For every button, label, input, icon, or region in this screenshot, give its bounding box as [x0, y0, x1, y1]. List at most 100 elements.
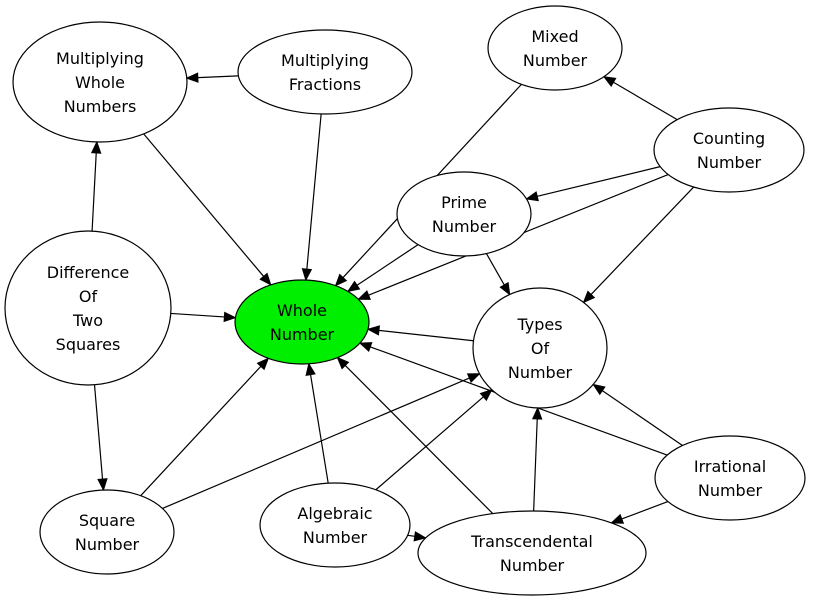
edge-line: [533, 418, 538, 512]
node-label-line: Difference: [47, 263, 129, 282]
arrowhead-icon: [90, 140, 102, 154]
edge-algebraic-to-transcendental: [407, 531, 427, 542]
node-label-line: Algebraic: [297, 504, 372, 523]
edge-line: [537, 166, 661, 197]
edge-line: [162, 377, 470, 509]
node-label-line: Mixed: [531, 27, 578, 46]
edge-mf-to-mwn: [185, 72, 239, 83]
node-label-line: Two: [72, 311, 103, 330]
edge-line: [344, 365, 494, 514]
arrowhead-icon: [305, 362, 316, 376]
node-label-line: Number: [75, 535, 140, 554]
arrowhead-icon: [602, 76, 617, 88]
edge-line: [170, 312, 225, 318]
edge-transcendental-to-types: [531, 406, 543, 512]
node-label-line: Multiplying: [56, 49, 144, 68]
arrowhead-icon: [466, 373, 481, 384]
node-label-line: Number: [432, 217, 497, 236]
node-label-line: Squares: [56, 335, 121, 354]
edge-dots-to-square: [93, 384, 108, 492]
edge-line: [93, 384, 104, 480]
node-ellipse[interactable]: [4, 230, 172, 386]
edge-dots-to-whole: [170, 311, 237, 323]
edge-line: [485, 253, 505, 286]
arrowhead-icon: [357, 290, 371, 300]
arrowhead-icon: [610, 513, 625, 524]
nodes-layer: MultiplyingWholeNumbersMultiplyingFracti…: [4, 5, 806, 596]
node-ellipse[interactable]: [472, 287, 608, 409]
node-label-line: Transcendental: [470, 532, 593, 551]
edge-mf-to-whole: [301, 113, 322, 282]
edge-prime-to-whole: [346, 244, 419, 293]
edge-line: [613, 81, 678, 121]
edge-irrational-to-types: [592, 383, 683, 446]
arrowhead-icon: [499, 281, 511, 296]
node-ellipse[interactable]: [417, 510, 647, 596]
arrowhead-icon: [334, 273, 348, 287]
edge-prime-to-types: [485, 253, 511, 296]
node-label-line: Irrational: [694, 457, 766, 476]
node-label-line: Number: [697, 153, 762, 172]
edges-layer: [90, 72, 695, 542]
node-label-line: Of: [79, 287, 98, 306]
node-ellipse[interactable]: [396, 171, 532, 257]
arrowhead-icon: [582, 290, 596, 304]
edge-mwn-to-whole: [143, 133, 272, 286]
edge-algebraic-to-whole: [305, 362, 329, 484]
node-ellipse[interactable]: [237, 29, 413, 115]
edge-dots-to-mwn: [90, 140, 102, 232]
arrowhead-icon: [413, 531, 427, 542]
node-label-line: Of: [531, 339, 550, 358]
edge-line: [306, 113, 322, 270]
edge-line: [375, 396, 484, 491]
node-ellipse[interactable]: [12, 21, 188, 143]
arrowhead-icon: [259, 272, 272, 286]
edge-line: [356, 244, 419, 286]
arrowhead-icon: [185, 72, 199, 83]
node-label-line: Number: [270, 325, 335, 344]
edge-line: [197, 75, 239, 79]
node-label-line: Whole: [75, 73, 125, 92]
node-label-line: Number: [698, 481, 763, 500]
edge-counting-to-types: [582, 186, 695, 304]
node-ellipse[interactable]: [234, 279, 370, 365]
arrowhead-icon: [531, 406, 543, 420]
edge-irrational-to-transcendental: [610, 500, 669, 524]
edge-square-to-whole: [140, 357, 270, 497]
arrowhead-icon: [256, 357, 270, 371]
node-label-line: Numbers: [64, 97, 137, 116]
edge-line: [140, 365, 262, 497]
node-label-line: Prime: [441, 193, 487, 212]
node-label-line: Number: [500, 556, 565, 575]
node-ellipse[interactable]: [259, 482, 411, 568]
node-label-line: Number: [523, 51, 588, 70]
node-ellipse[interactable]: [39, 489, 175, 575]
edge-types-to-whole: [366, 325, 474, 342]
node-ellipse[interactable]: [654, 435, 806, 521]
node-label-line: Fractions: [289, 75, 361, 94]
arrowhead-icon: [336, 356, 350, 370]
node-label-line: Multiplying: [281, 51, 369, 70]
edge-line: [601, 390, 683, 446]
arrowhead-icon: [346, 280, 361, 293]
node-label-line: Whole: [277, 301, 327, 320]
arrowhead-icon: [301, 268, 313, 282]
edge-line: [91, 152, 97, 232]
arrowhead-icon: [366, 325, 381, 336]
node-ellipse[interactable]: [487, 5, 623, 91]
node-ellipse[interactable]: [653, 107, 805, 193]
edge-square-to-types: [162, 373, 481, 509]
